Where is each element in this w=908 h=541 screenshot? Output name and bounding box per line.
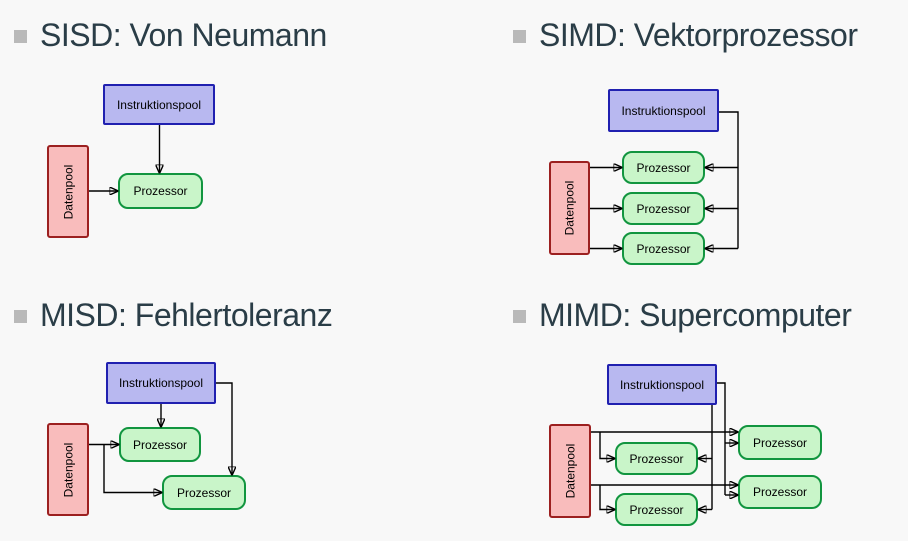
instruction-pool-label: Instruktionspool <box>118 376 204 390</box>
bullet-square-icon <box>14 30 27 43</box>
misd-data-pool-box: Datenpool <box>47 423 89 516</box>
instruction-pool-label: Instruktionspool <box>621 103 706 118</box>
mimd-instruction-pool-box: Instruktionspool <box>607 364 717 405</box>
data-pool-label: Datenpool <box>61 164 75 219</box>
sisd-processor-box: Prozessor <box>118 173 203 209</box>
sisd-heading: SISD: Von Neumann <box>14 17 327 53</box>
processor-label: Prozessor <box>133 184 188 198</box>
bullet-square-icon <box>513 310 526 323</box>
mimd-processor-box-left-1: Prozessor <box>615 442 698 475</box>
mimd-processor-box-right-1: Prozessor <box>738 425 822 460</box>
simd-instruction-bus <box>719 111 739 249</box>
panel-title: MISD: Fehlertoleranz <box>40 296 333 333</box>
bullet-square-icon <box>513 30 526 43</box>
processor-label: Prozessor <box>132 437 188 452</box>
processor-label: Prozessor <box>636 201 691 216</box>
misd-heading: MISD: Fehlertoleranz <box>14 296 333 333</box>
misd-processor-box-1: Prozessor <box>119 427 201 462</box>
mimd-data-arrow-left-1 <box>599 432 615 459</box>
data-pool-label: Datenpool <box>61 442 75 497</box>
simd-processor-box-2: Prozessor <box>622 192 705 225</box>
panel-title: SISD: Von Neumann <box>40 16 327 53</box>
processor-label: Prozessor <box>629 451 684 466</box>
processor-label: Prozessor <box>636 160 691 175</box>
simd-heading: SIMD: Vektorprozessor <box>513 17 858 53</box>
panel-title: MIMD: Supercomputer <box>539 296 852 333</box>
instruction-pool-label: Instruktionspool <box>619 377 705 392</box>
sisd-data-pool-box: Datenpool <box>47 145 89 238</box>
mimd-data-arrow-left-2 <box>599 485 615 510</box>
simd-instruction-pool-box: Instruktionspool <box>608 89 719 132</box>
simd-processor-box-3: Prozessor <box>622 232 705 265</box>
mimd-instruction-bus-right <box>717 382 726 495</box>
misd-instruction-arrow-2 <box>216 382 232 475</box>
misd-instruction-pool-box: Instruktionspool <box>106 362 216 404</box>
processor-label: Prozessor <box>752 435 808 450</box>
simd-data-pool-box: Datenpool <box>549 161 590 255</box>
mimd-data-pool-box: Datenpool <box>549 424 591 518</box>
instruction-pool-label: Instruktionspool <box>116 97 202 112</box>
panel-title: SIMD: Vektorprozessor <box>539 16 858 53</box>
data-pool-label: Datenpool <box>562 180 577 236</box>
mimd-processor-box-right-2: Prozessor <box>738 475 822 509</box>
misd-processor-box-2: Prozessor <box>162 475 246 510</box>
sisd-instruction-pool-box: Instruktionspool <box>103 84 215 125</box>
processor-label: Prozessor <box>176 485 232 500</box>
mimd-processor-box-left-2: Prozessor <box>615 493 698 526</box>
processor-label: Prozessor <box>636 241 691 256</box>
bullet-square-icon <box>14 310 27 323</box>
processor-label: Prozessor <box>629 502 684 517</box>
data-pool-label: Datenpool <box>563 443 577 499</box>
processor-label: Prozessor <box>752 485 808 499</box>
mimd-heading: MIMD: Supercomputer <box>513 296 852 333</box>
simd-processor-box-1: Prozessor <box>622 151 705 184</box>
